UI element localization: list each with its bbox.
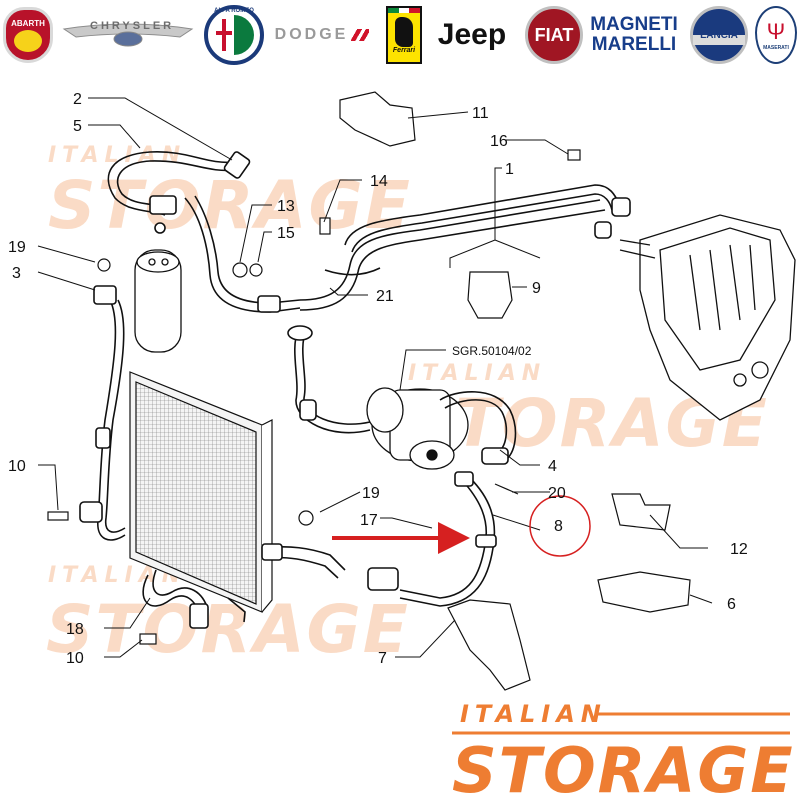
magneti-marelli-logo: MAGNETI MARELLI	[588, 4, 680, 66]
callout-12: 12	[730, 541, 748, 558]
footer-italian-label: ITALIAN	[460, 700, 607, 728]
dodge-logo: DODGE	[272, 4, 372, 66]
callout-1: 1	[505, 161, 514, 178]
serpent-icon	[234, 15, 254, 55]
receiver-drier	[134, 249, 182, 353]
callout-10-lower: 10	[66, 650, 84, 667]
callout-20: 20	[548, 485, 566, 502]
callout-21: 21	[376, 288, 394, 305]
callout-16: 16	[490, 133, 508, 150]
jeep-label: Jeep	[437, 18, 507, 51]
condenser	[129, 371, 273, 613]
marelli-label: MARELLI	[591, 34, 677, 55]
chrysler-logo: CHRYSLER	[62, 4, 194, 66]
magneti-label: MAGNETI	[590, 14, 678, 35]
callout-14: 14	[370, 173, 388, 190]
lancia-logo: LANCIA	[688, 4, 750, 66]
callout-15: 15	[277, 225, 295, 242]
alfa-romeo-logo: ALFA ROMEO	[202, 4, 266, 66]
footer-logo: ITALIAN STORAGE	[452, 700, 795, 800]
watermark-italian-label: ITALIAN	[408, 361, 546, 386]
watermark-storage-label: STORAGE	[46, 591, 410, 668]
chrysler-wings-icon	[62, 23, 194, 47]
pipe-assembly-1	[344, 184, 631, 253]
abarth-label: ABARTH	[11, 18, 45, 28]
footer-storage-label: STORAGE	[452, 734, 795, 800]
watermark-italian-label: ITALIAN	[48, 143, 186, 168]
ferrari-logo: Ferrari	[384, 4, 424, 66]
hose-assembly-18	[142, 569, 246, 629]
brand-logo-strip: ABARTH CHRYSLER ALFA ROMEO	[0, 0, 800, 70]
scorpion-icon	[14, 29, 42, 52]
callout-5: 5	[73, 118, 82, 135]
hose-assembly-21	[184, 195, 606, 313]
callout-11: 11	[472, 105, 489, 122]
maserati-logo: Ψ MASERATI	[754, 4, 798, 66]
jeep-logo: Jeep	[428, 4, 516, 66]
callout-19-upper: 19	[8, 239, 26, 256]
evaporator-housing	[619, 214, 796, 421]
callout-10-upper: 10	[8, 458, 26, 475]
callout-7: 7	[378, 650, 387, 667]
callout-2: 2	[73, 91, 82, 108]
callout-labels: 2 5 11 16 1 14 13 15 19 3 21 9 SGR.50104…	[8, 91, 748, 667]
lancia-label: LANCIA	[700, 29, 738, 41]
ferrari-label: Ferrari	[392, 47, 416, 54]
callout-3: 3	[12, 265, 21, 282]
reference-code: SGR.50104/02	[452, 344, 532, 358]
callout-4: 4	[548, 458, 557, 475]
hose-assembly-17	[261, 543, 346, 579]
suction-hose	[287, 325, 371, 434]
fiat-label: FIAT	[534, 24, 574, 45]
hose-assembly-3	[79, 285, 126, 541]
highlight-arrow	[332, 522, 470, 554]
fiat-logo: FIAT	[524, 4, 584, 66]
callout-8: 8	[554, 518, 563, 535]
watermark-storage-label: STORAGE	[48, 167, 412, 244]
callout-9: 9	[532, 280, 541, 297]
dodge-label: DODGE	[274, 26, 349, 43]
chrysler-label: CHRYSLER	[90, 20, 175, 32]
watermark-lower: ITALIAN STORAGE	[46, 563, 410, 668]
callout-13: 13	[277, 198, 295, 215]
highlight-circle	[529, 495, 591, 557]
maserati-label: MASERATI	[763, 45, 789, 51]
trident-icon: Ψ	[766, 19, 786, 44]
prancing-horse-icon	[395, 17, 413, 47]
hose-assembly-8	[367, 471, 497, 607]
callout-18: 18	[66, 621, 84, 638]
alfa-romeo-label: ALFA ROMEO	[214, 8, 254, 14]
abarth-logo: ABARTH	[2, 4, 54, 66]
leader-lines	[37, 97, 713, 658]
callout-19-lower: 19	[362, 485, 380, 502]
compressor	[366, 387, 469, 470]
callout-6: 6	[727, 596, 736, 613]
callout-17: 17	[360, 512, 378, 529]
dodge-stripes-icon	[351, 29, 370, 41]
hose-assembly-5	[107, 151, 251, 234]
